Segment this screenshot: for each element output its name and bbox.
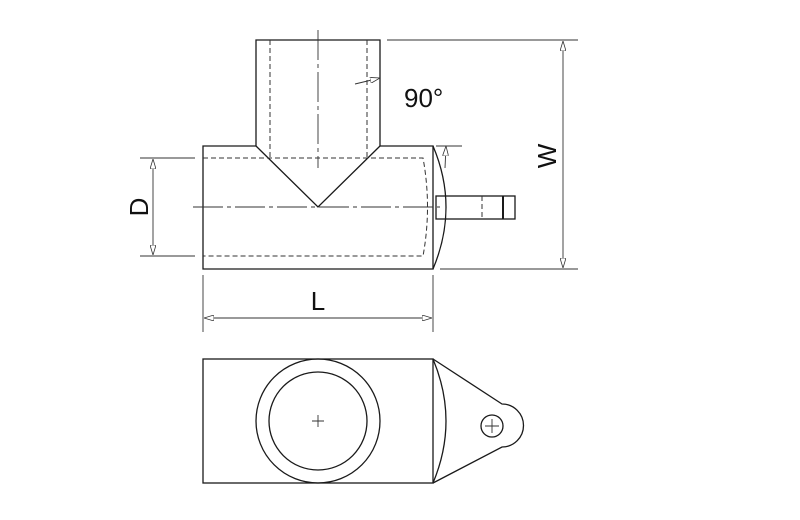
branch-inner-circle (268, 371, 368, 471)
angle-arrow (354, 78, 380, 85)
angle-arrow-small (445, 146, 446, 169)
end-cap-arc (432, 358, 447, 484)
nozzle (435, 195, 516, 220)
top-view (202, 358, 525, 484)
center-mark (312, 415, 324, 427)
angle-label: 90° (404, 83, 443, 113)
terminal-lug (432, 358, 525, 484)
dimension-d: D (124, 157, 195, 257)
end-cap-arc (432, 145, 447, 270)
length-label: L (311, 286, 325, 316)
branch-intersection (255, 145, 381, 208)
dimension-w: W (387, 39, 578, 270)
width-label: W (532, 143, 562, 168)
terminal-hole (480, 414, 504, 438)
dimension-l: L (202, 275, 434, 332)
diameter-label: D (124, 198, 154, 217)
branch-outer-circle (255, 358, 381, 484)
main-body-outline (202, 145, 434, 270)
terminal-center-mark (485, 419, 499, 433)
main-bore (203, 157, 428, 257)
front-view: 90° (193, 30, 516, 270)
